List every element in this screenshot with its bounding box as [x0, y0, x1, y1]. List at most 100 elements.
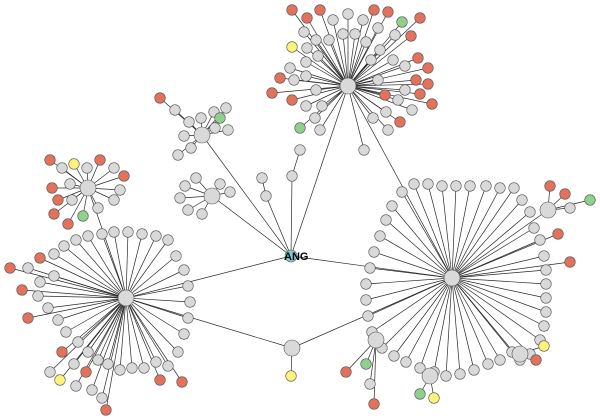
hub-node-top: [339, 77, 357, 95]
network-node: [92, 354, 104, 366]
network-edge: [39, 257, 127, 299]
network-node: [396, 16, 408, 28]
network-node: [584, 194, 596, 206]
network-edge: [125, 297, 185, 335]
network-node: [410, 74, 422, 86]
network-node: [399, 84, 411, 96]
network-edge: [107, 297, 127, 365]
network-node: [56, 346, 68, 358]
network-node: [400, 356, 412, 368]
network-node: [4, 262, 16, 274]
network-node: [195, 112, 207, 124]
network-node: [48, 270, 60, 282]
network-node: [185, 142, 197, 154]
network-edge: [332, 19, 349, 87]
network-edge: [385, 219, 453, 279]
network-edge: [451, 227, 535, 279]
network-edge: [347, 27, 379, 87]
network-edge: [265, 195, 292, 257]
network-node: [559, 188, 571, 200]
network-node: [68, 358, 80, 370]
network-node: [414, 12, 426, 24]
network-node: [528, 222, 540, 234]
hub-label: ANG: [284, 251, 308, 263]
network-node: [360, 36, 372, 48]
network-node: [150, 356, 162, 368]
network-node: [298, 26, 310, 38]
network-edge: [290, 85, 349, 257]
network-node: [362, 310, 374, 322]
network-node: [48, 248, 60, 260]
network-node: [122, 226, 134, 238]
network-edge: [105, 297, 127, 411]
network-node: [96, 228, 108, 240]
network-edge: [201, 134, 292, 257]
network-node: [183, 116, 195, 128]
network-node: [182, 204, 194, 216]
network-node: [337, 28, 349, 40]
network-node: [22, 312, 34, 324]
hub-node-mid: [193, 126, 211, 144]
network-node: [108, 194, 120, 206]
network-edge: [87, 235, 127, 299]
network-node: [96, 392, 108, 404]
network-node: [162, 360, 174, 372]
network-node: [300, 56, 312, 68]
network-node: [408, 178, 420, 190]
network-edge: [451, 187, 501, 279]
network-node: [389, 29, 401, 41]
network-edge: [97, 297, 127, 361]
network-node: [102, 358, 114, 370]
network-node: [52, 194, 64, 206]
network-edge: [65, 297, 127, 333]
network-node: [286, 4, 298, 16]
network-node: [176, 376, 188, 388]
network-edge: [53, 253, 127, 299]
network-edge: [373, 251, 453, 279]
network-edge: [347, 59, 394, 87]
network-node: [382, 6, 394, 18]
network-edge: [39, 281, 127, 299]
network-edge: [101, 297, 127, 399]
network-node: [508, 182, 520, 194]
network-node: [314, 4, 326, 16]
network-node: [286, 41, 298, 53]
network-edge: [271, 85, 349, 94]
network-node: [286, 94, 298, 106]
network-node: [396, 186, 408, 198]
network-edge: [291, 46, 349, 87]
network-node: [388, 350, 400, 362]
network-edge: [125, 297, 293, 349]
network-node: [564, 202, 576, 214]
network-node: [394, 116, 406, 128]
network-node: [100, 404, 112, 416]
network-edge: [451, 185, 471, 279]
network-edge: [441, 185, 453, 279]
network-edge: [91, 297, 127, 391]
network-edge: [113, 231, 127, 299]
network-node: [342, 8, 354, 20]
network-node: [92, 202, 104, 214]
network-node: [81, 162, 93, 174]
network-edge: [342, 33, 349, 87]
network-edge: [125, 231, 129, 299]
network-node: [524, 206, 536, 218]
network-node: [138, 362, 150, 374]
network-node: [422, 62, 434, 74]
network-edge: [37, 295, 127, 299]
network-node: [494, 354, 506, 366]
network-edge: [451, 269, 547, 279]
network-node: [540, 292, 552, 304]
network-edge: [451, 277, 513, 353]
network-node: [86, 384, 98, 396]
network-node: [294, 122, 306, 134]
network-node: [358, 144, 370, 156]
network-node: [114, 184, 126, 196]
network-edge: [451, 277, 461, 375]
network-edge: [347, 9, 375, 87]
network-node: [386, 200, 398, 212]
network-node: [172, 149, 184, 161]
network-edge: [125, 255, 292, 299]
network-node: [380, 214, 392, 226]
